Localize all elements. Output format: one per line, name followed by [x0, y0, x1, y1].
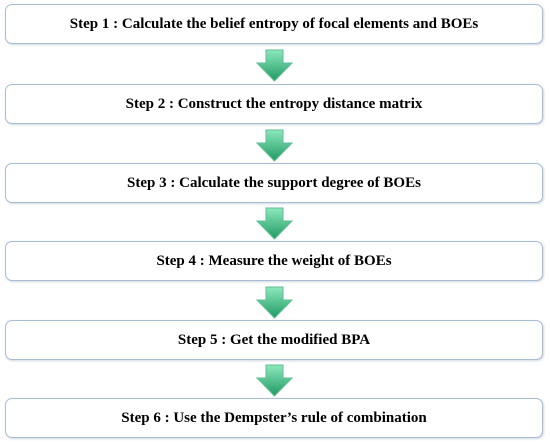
down-arrow-icon [256, 364, 293, 397]
step-5-box: Step 5 : Get the modified BPA [5, 320, 543, 360]
step-1-box: Step 1 : Calculate the belief entropy of… [5, 4, 543, 44]
step-6-label: Step 6 : Use the Dempster’s rule of comb… [121, 409, 427, 426]
down-arrow-icon [256, 49, 293, 82]
step-1-label: Step 1 : Calculate the belief entropy of… [69, 15, 479, 32]
step-4-box: Step 4 : Measure the weight of BOEs [5, 241, 543, 281]
step-3-label: Step 3 : Calculate the support degree of… [127, 174, 421, 191]
step-2-label: Step 2 : Construct the entropy distance … [125, 95, 423, 112]
down-arrow-icon [256, 129, 293, 162]
step-3-box: Step 3 : Calculate the support degree of… [5, 163, 543, 203]
step-2-box: Step 2 : Construct the entropy distance … [5, 84, 543, 124]
step-4-label: Step 4 : Measure the weight of BOEs [156, 252, 392, 269]
step-5-label: Step 5 : Get the modified BPA [177, 331, 371, 348]
step-6-box: Step 6 : Use the Dempster’s rule of comb… [5, 398, 543, 438]
down-arrow-icon [256, 286, 293, 319]
down-arrow-icon [256, 207, 293, 240]
